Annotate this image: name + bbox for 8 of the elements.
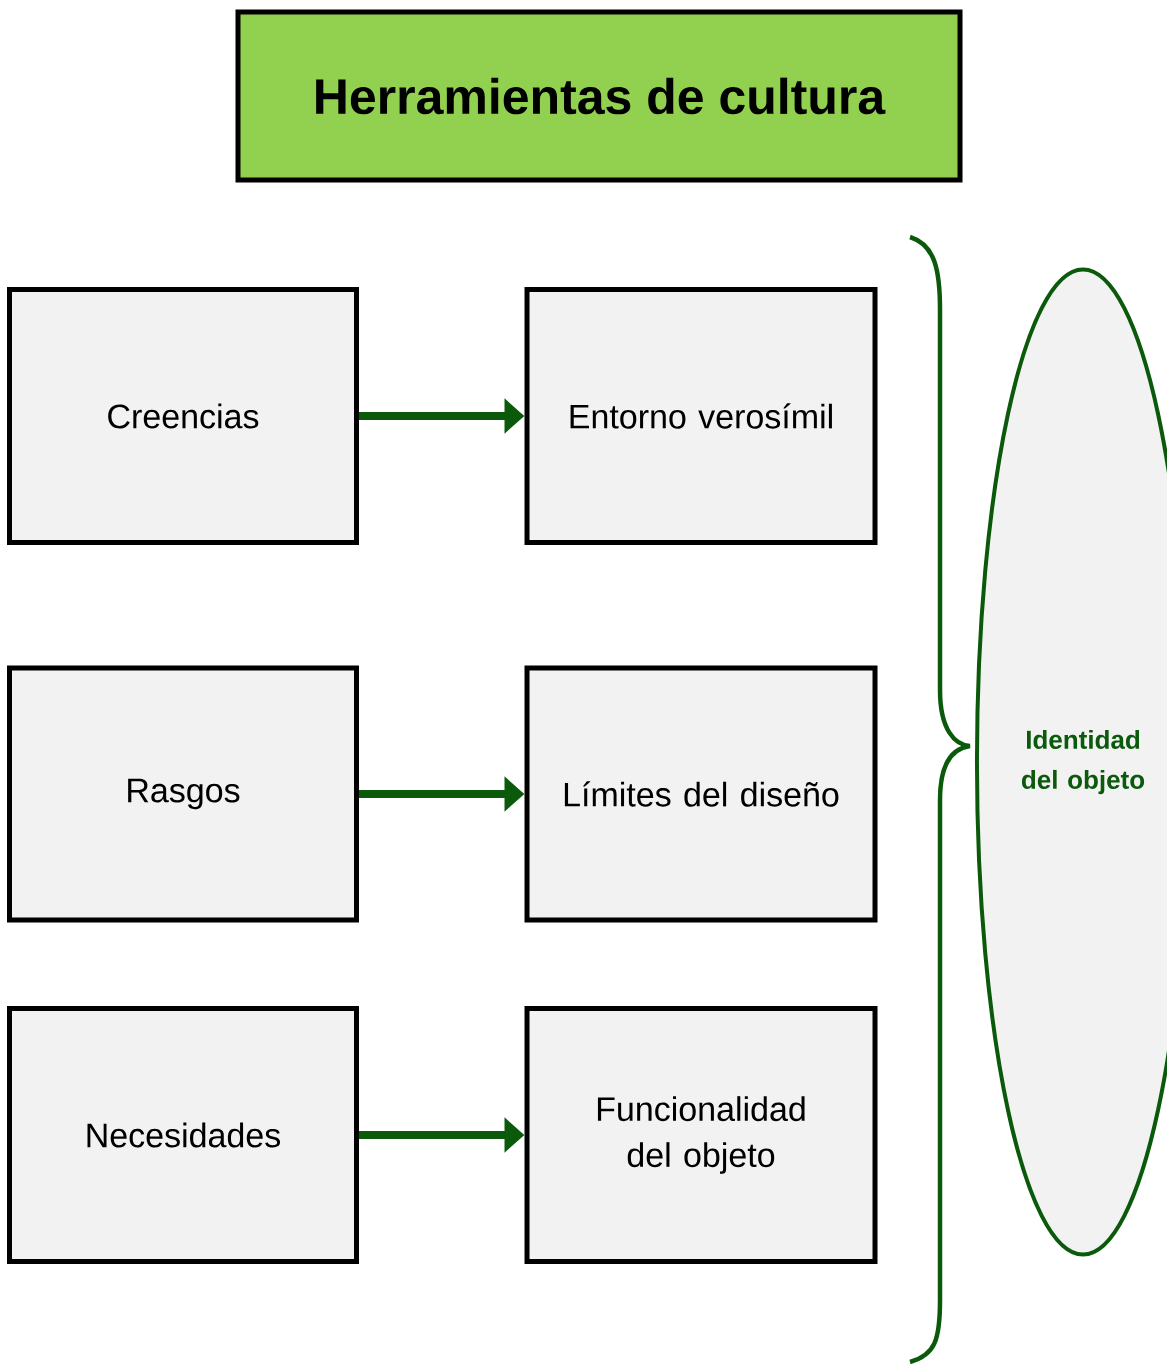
process-box: Funcionalidad del objeto (524, 1006, 878, 1264)
process-box: Entorno verosímil (524, 287, 878, 545)
title-box: Herramientas de cultura (235, 9, 963, 183)
process-box: Rasgos (7, 665, 359, 923)
process-box: Necesidades (7, 1006, 359, 1264)
process-box: Creencias (7, 287, 359, 545)
process-box: Límites del diseño (524, 665, 878, 923)
oval: Identidad del objeto (974, 267, 1167, 1257)
